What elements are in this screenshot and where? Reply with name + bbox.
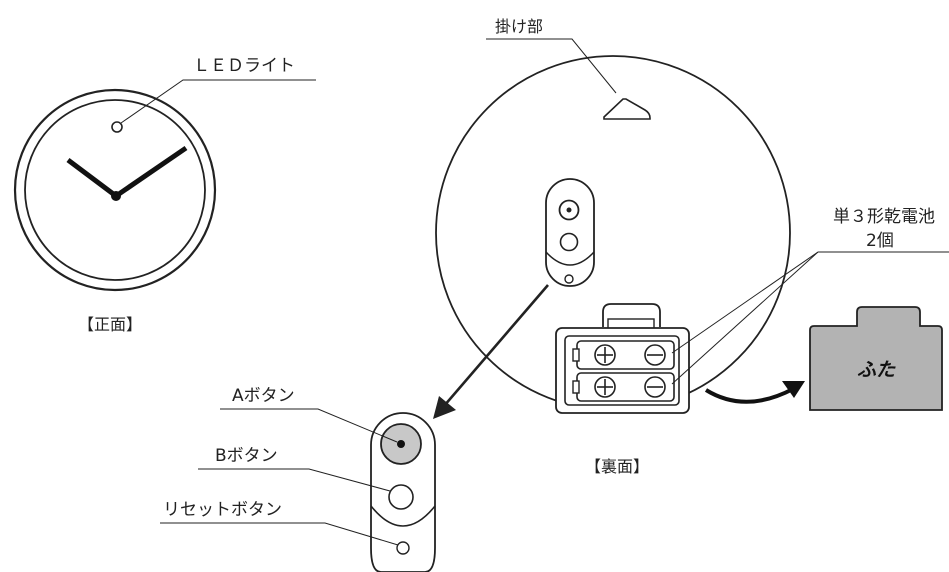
button-a-leader: [220, 408, 398, 443]
clock-inner-rim: [24, 99, 206, 281]
button-a-small-dot: [566, 207, 572, 213]
led-light-label: ＬＥＤライト: [193, 56, 295, 76]
reset-leader: [160, 522, 399, 546]
reset-button-small: [564, 274, 574, 284]
lid-arrow-head: [782, 381, 805, 398]
button-panel-small: [545, 178, 595, 287]
battery-2-nub: [572, 380, 580, 394]
zoom-arrow-head: [433, 396, 456, 419]
button-b-small: [559, 232, 579, 252]
lid-label: ふた: [857, 359, 896, 381]
hanger-notch: [603, 98, 651, 120]
hour-hand: [66, 158, 118, 198]
hanger-leader-line: [486, 38, 617, 94]
battery-label-line2: 2個: [866, 231, 894, 251]
battery-leader-1: [671, 251, 819, 354]
button-b-leader: [198, 468, 391, 492]
battery-1-nub: [572, 348, 580, 362]
front-caption: 【正面】: [78, 315, 142, 334]
lid-arrow-curve: [704, 387, 794, 404]
reset-button-label: リセットボタン: [163, 500, 282, 520]
back-caption: 【裏面】: [585, 457, 649, 476]
battery-callout: 単３形乾電池 2個: [671, 207, 949, 385]
led-light-dot: [111, 121, 123, 133]
lid-shape: [809, 306, 943, 411]
hand-hub: [111, 191, 121, 201]
reset-button-large: [396, 541, 410, 555]
zoom-arrow: [433, 284, 549, 419]
minute-hand: [114, 145, 188, 199]
front-view: ＬＥＤライト 【正面】: [13, 56, 316, 334]
button-a-label: Aボタン: [232, 386, 295, 406]
hanger-label: 掛け部: [495, 17, 543, 36]
clock-outer-rim: [13, 88, 217, 292]
button-panel-large: Aボタン Bボタン リセットボタン: [160, 386, 436, 572]
battery-label-line1: 単３形乾電池: [833, 207, 935, 227]
button-a-large-dot: [397, 440, 405, 448]
battery-compartment: [555, 303, 690, 414]
button-panel-divider: [545, 251, 595, 266]
button-panel-outline: [545, 178, 595, 287]
battery-leader-2: [671, 251, 819, 385]
lid-group: ふた: [704, 306, 943, 411]
led-leader-line: [120, 79, 316, 124]
button-b-label: Bボタン: [215, 446, 278, 466]
large-panel-divider: [370, 505, 436, 527]
button-b-large: [388, 484, 414, 510]
back-view: 掛け部: [435, 17, 791, 476]
